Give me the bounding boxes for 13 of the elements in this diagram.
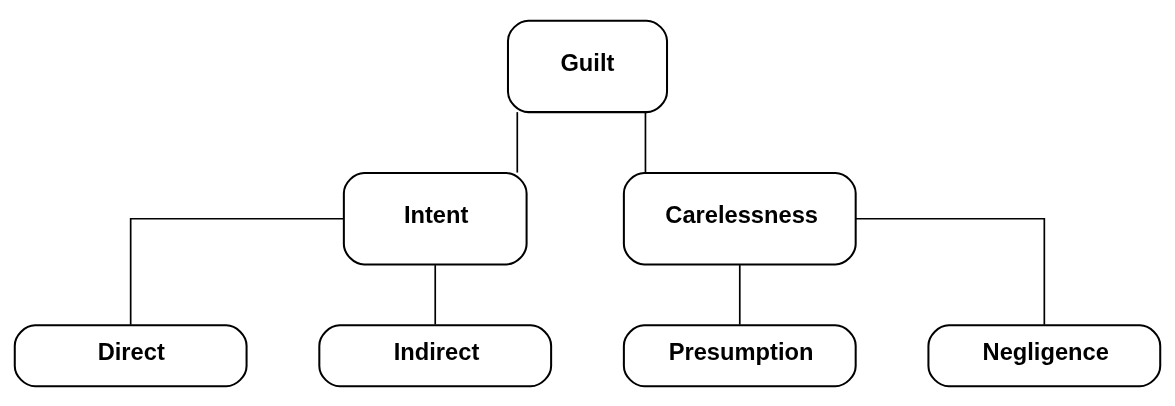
connector [516, 110, 519, 173]
connector [854, 217, 1046, 326]
connector [644, 110, 647, 173]
connector [738, 263, 741, 325]
connector [434, 263, 437, 325]
node-box: Intent [342, 171, 528, 265]
connector [129, 217, 345, 326]
node-box: Direct [13, 323, 248, 387]
node-box: Carelessness [622, 171, 857, 265]
node-box: Indirect [318, 323, 553, 387]
node-box: Negligence [927, 323, 1162, 387]
node-box: Guilt [506, 19, 669, 113]
node-box: Presumption [622, 323, 857, 387]
